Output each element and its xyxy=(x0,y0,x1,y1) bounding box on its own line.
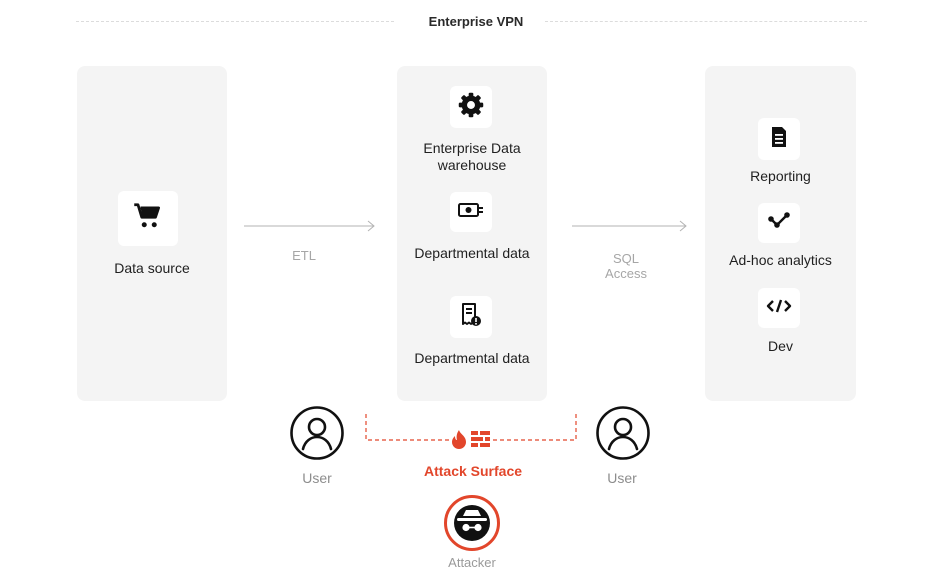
banknote-icon xyxy=(458,200,484,225)
warehouse-item-label-2: Departmental data xyxy=(414,245,530,261)
etl-arrow xyxy=(244,219,378,238)
receipt-icon xyxy=(460,302,482,333)
code-icon xyxy=(766,298,792,319)
shopping-cart-icon xyxy=(133,201,163,236)
departmental-icon-tile-1 xyxy=(450,192,492,232)
vpn-boundary-right xyxy=(545,21,867,22)
reporting-icon-tile xyxy=(758,118,800,160)
document-icon xyxy=(771,126,787,153)
user-label-left: User xyxy=(302,470,332,486)
etl-label: ETL xyxy=(292,248,316,263)
user-icon-left xyxy=(289,405,345,466)
consumer-item-label-3: Dev xyxy=(768,338,793,354)
gear-icon xyxy=(457,91,485,124)
vpn-boundary-left xyxy=(76,21,394,22)
sql-access-arrow xyxy=(572,219,690,238)
data-source-icon-tile xyxy=(118,191,178,246)
user-icon-right xyxy=(595,405,651,466)
data-source-label: Data source xyxy=(114,260,190,276)
warehouse-icon-tile xyxy=(450,86,492,128)
analytics-icon xyxy=(768,211,790,235)
warehouse-item-label-3: Departmental data xyxy=(414,350,530,366)
analytics-icon-tile xyxy=(758,203,800,243)
attacker-label: Attacker xyxy=(448,555,496,570)
departmental-icon-tile-2 xyxy=(450,296,492,338)
consumer-item-label-2: Ad-hoc analytics xyxy=(729,252,832,268)
firewall-fire-icon xyxy=(449,428,493,455)
user-label-right: User xyxy=(607,470,637,486)
sql-access-label: SQL Access xyxy=(596,251,656,281)
attacker-icon xyxy=(443,494,501,557)
dev-icon-tile xyxy=(758,288,800,328)
vpn-label: Enterprise VPN xyxy=(428,14,524,29)
consumer-item-label-1: Reporting xyxy=(750,168,811,184)
attack-surface-label: Attack Surface xyxy=(423,463,523,479)
sql-access-label-line2: Access xyxy=(605,266,647,281)
warehouse-item-label-1: Enterprise Data warehouse xyxy=(423,140,521,173)
sql-access-label-line1: SQL xyxy=(612,251,639,266)
attack-surface-bracket xyxy=(362,412,580,451)
